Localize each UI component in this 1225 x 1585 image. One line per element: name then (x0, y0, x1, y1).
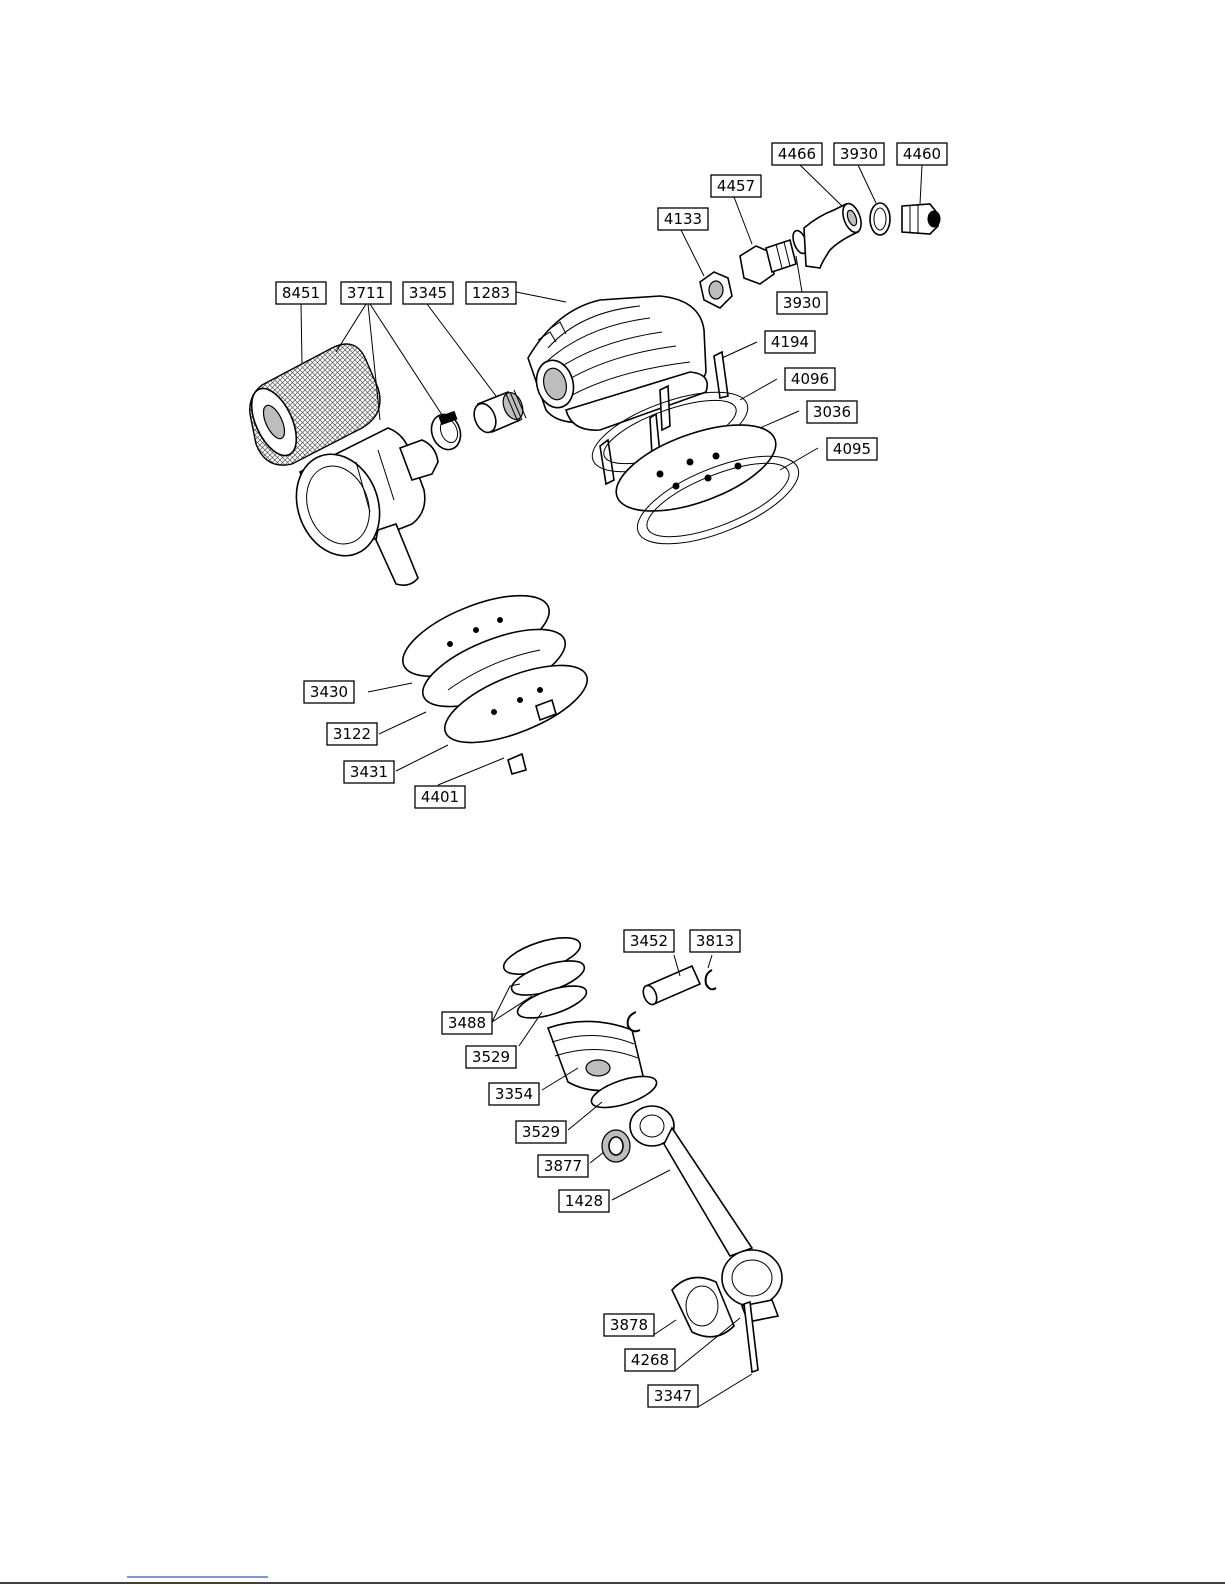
part-number-text: 3354 (495, 1085, 533, 1103)
part-label-3877: 3877 (538, 1155, 588, 1177)
part-number-text: 3878 (610, 1316, 648, 1334)
part-label-8451: 8451 (276, 282, 326, 304)
nipple-part (470, 390, 526, 436)
part-label-3430: 3430 (304, 681, 354, 703)
part-number-text: 1283 (472, 284, 510, 302)
part-number-text: 3430 (310, 683, 348, 701)
small-end-bearing-part (602, 1130, 630, 1162)
part-label-3036: 3036 (807, 401, 857, 423)
part-label-1283: 1283 (466, 282, 516, 304)
valve-plate-part (605, 407, 786, 528)
part-number-text: 3347 (654, 1387, 692, 1405)
part-label-3354: 3354 (489, 1083, 539, 1105)
part-label-3347: 3347 (648, 1385, 698, 1407)
straight-fitting-part (902, 204, 940, 234)
part-number-text: 3711 (347, 284, 385, 302)
part-number-text: 4466 (778, 145, 816, 163)
part-number-text: 3036 (813, 403, 851, 421)
part-number-text: 3529 (522, 1123, 560, 1141)
connector-part (740, 240, 796, 284)
part-label-3878: 3878 (604, 1314, 654, 1336)
part-label-3488: 3488 (442, 1012, 492, 1034)
part-label-3122: 3122 (327, 723, 377, 745)
part-number-text: 3813 (696, 932, 734, 950)
elbow-fitting-part (804, 201, 865, 268)
part-number-text: 8451 (282, 284, 320, 302)
part-label-4466: 4466 (772, 143, 822, 165)
part-label-3431: 3431 (344, 761, 394, 783)
part-number-text: 3345 (409, 284, 447, 302)
part-number-text: 4268 (631, 1351, 669, 1369)
sealing-washer-upper-part (870, 203, 890, 235)
piston-rings-part (500, 930, 590, 1024)
part-label-1428: 1428 (559, 1190, 609, 1212)
locknut-part (700, 272, 732, 308)
part-number-text: 4401 (421, 788, 459, 806)
part-number-text: 4460 (903, 145, 941, 163)
part-number-text: 4457 (717, 177, 755, 195)
part-label-3711: 3711 (341, 282, 391, 304)
part-number-text: 4133 (664, 210, 702, 228)
part-label-4401: 4401 (415, 786, 465, 808)
part-number-text: 4096 (791, 370, 829, 388)
part-number-text: 4194 (771, 333, 809, 351)
part-label-3930-mid: 3930 (777, 292, 827, 314)
part-label-3813: 3813 (690, 930, 740, 952)
part-label-4133: 4133 (658, 208, 708, 230)
part-number-text: 3877 (544, 1157, 582, 1175)
part-number-text: 3930 (840, 145, 878, 163)
part-label-4457: 4457 (711, 175, 761, 197)
part-number-text: 3930 (783, 294, 821, 312)
part-label-4194: 4194 (765, 331, 815, 353)
part-number-text: 3122 (333, 725, 371, 743)
part-label-3452: 3452 (624, 930, 674, 952)
part-number-text: 3488 (448, 1014, 486, 1032)
part-label-3345: 3345 (403, 282, 453, 304)
part-label-4268: 4268 (625, 1349, 675, 1371)
part-number-text: 3452 (630, 932, 668, 950)
part-label-4096: 4096 (785, 368, 835, 390)
cylinder-head-part (528, 296, 707, 430)
part-number-text: 1428 (565, 1192, 603, 1210)
part-label-4095: 4095 (827, 438, 877, 460)
part-number-text: 3529 (472, 1048, 510, 1066)
part-number-text: 4095 (833, 440, 871, 458)
part-label-3529-top: 3529 (466, 1046, 516, 1068)
part-label-3529-low: 3529 (516, 1121, 566, 1143)
piston-pin-part (641, 966, 700, 1007)
part-label-3930-top: 3930 (834, 143, 884, 165)
part-label-4460: 4460 (897, 143, 947, 165)
part-number-text: 3431 (350, 763, 388, 781)
